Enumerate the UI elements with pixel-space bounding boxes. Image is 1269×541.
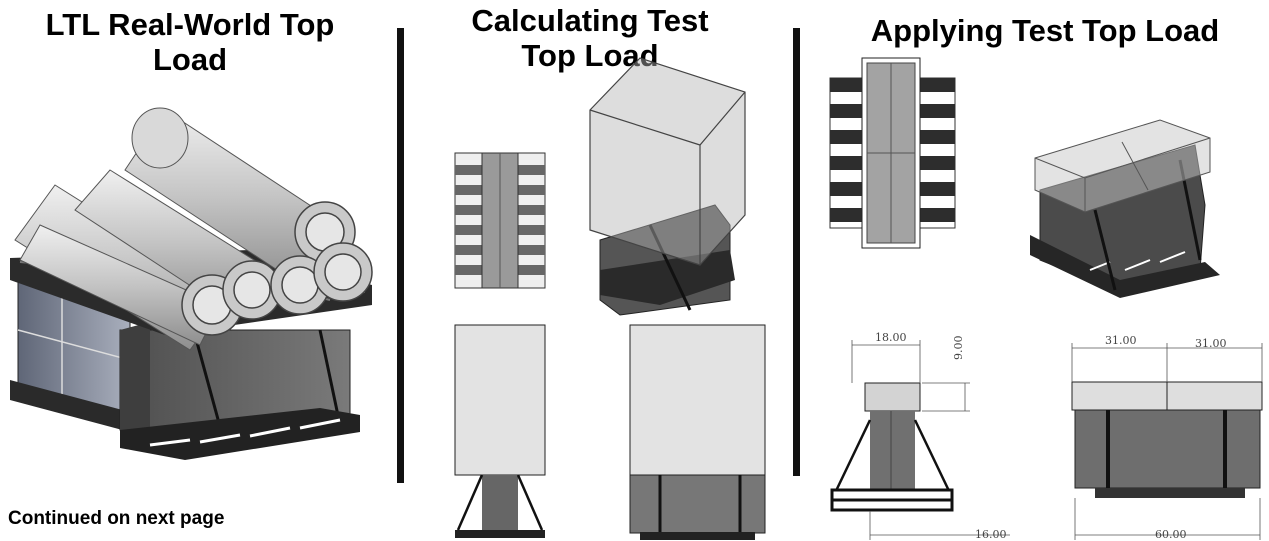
column-divider-right bbox=[793, 28, 800, 476]
calculating-iso-view bbox=[589, 57, 746, 316]
applying-side-view: 31.00 31.00 60.00 bbox=[1071, 334, 1263, 541]
dim-left-box: 31.00 bbox=[1105, 334, 1137, 347]
dim-base-offset: 16.00 bbox=[975, 528, 1007, 541]
dim-right-box: 31.00 bbox=[1195, 337, 1227, 350]
heading-applying-test-top-load: Applying Test Top Load bbox=[870, 13, 1220, 48]
calculating-front-view bbox=[454, 324, 546, 538]
applying-iso-view bbox=[1030, 119, 1220, 298]
column-divider-left bbox=[397, 28, 404, 483]
applying-front-view: 18.00 9.00 16.00 bbox=[830, 331, 1010, 541]
calculating-side-view bbox=[629, 324, 766, 540]
heading-real-world-top-load: LTL Real-World Top Load bbox=[45, 7, 335, 77]
calculating-top-view bbox=[454, 152, 546, 289]
dim-top-height: 9.00 bbox=[952, 336, 965, 361]
applying-top-view bbox=[829, 57, 956, 249]
heading-calculating-test-top-load: Calculating Test Top Load bbox=[471, 3, 709, 73]
dim-total-width: 60.00 bbox=[1155, 528, 1187, 541]
ltl-real-world-illustration bbox=[10, 107, 373, 460]
dim-top-width: 18.00 bbox=[875, 331, 907, 344]
continued-note: Continued on next page bbox=[8, 508, 225, 529]
